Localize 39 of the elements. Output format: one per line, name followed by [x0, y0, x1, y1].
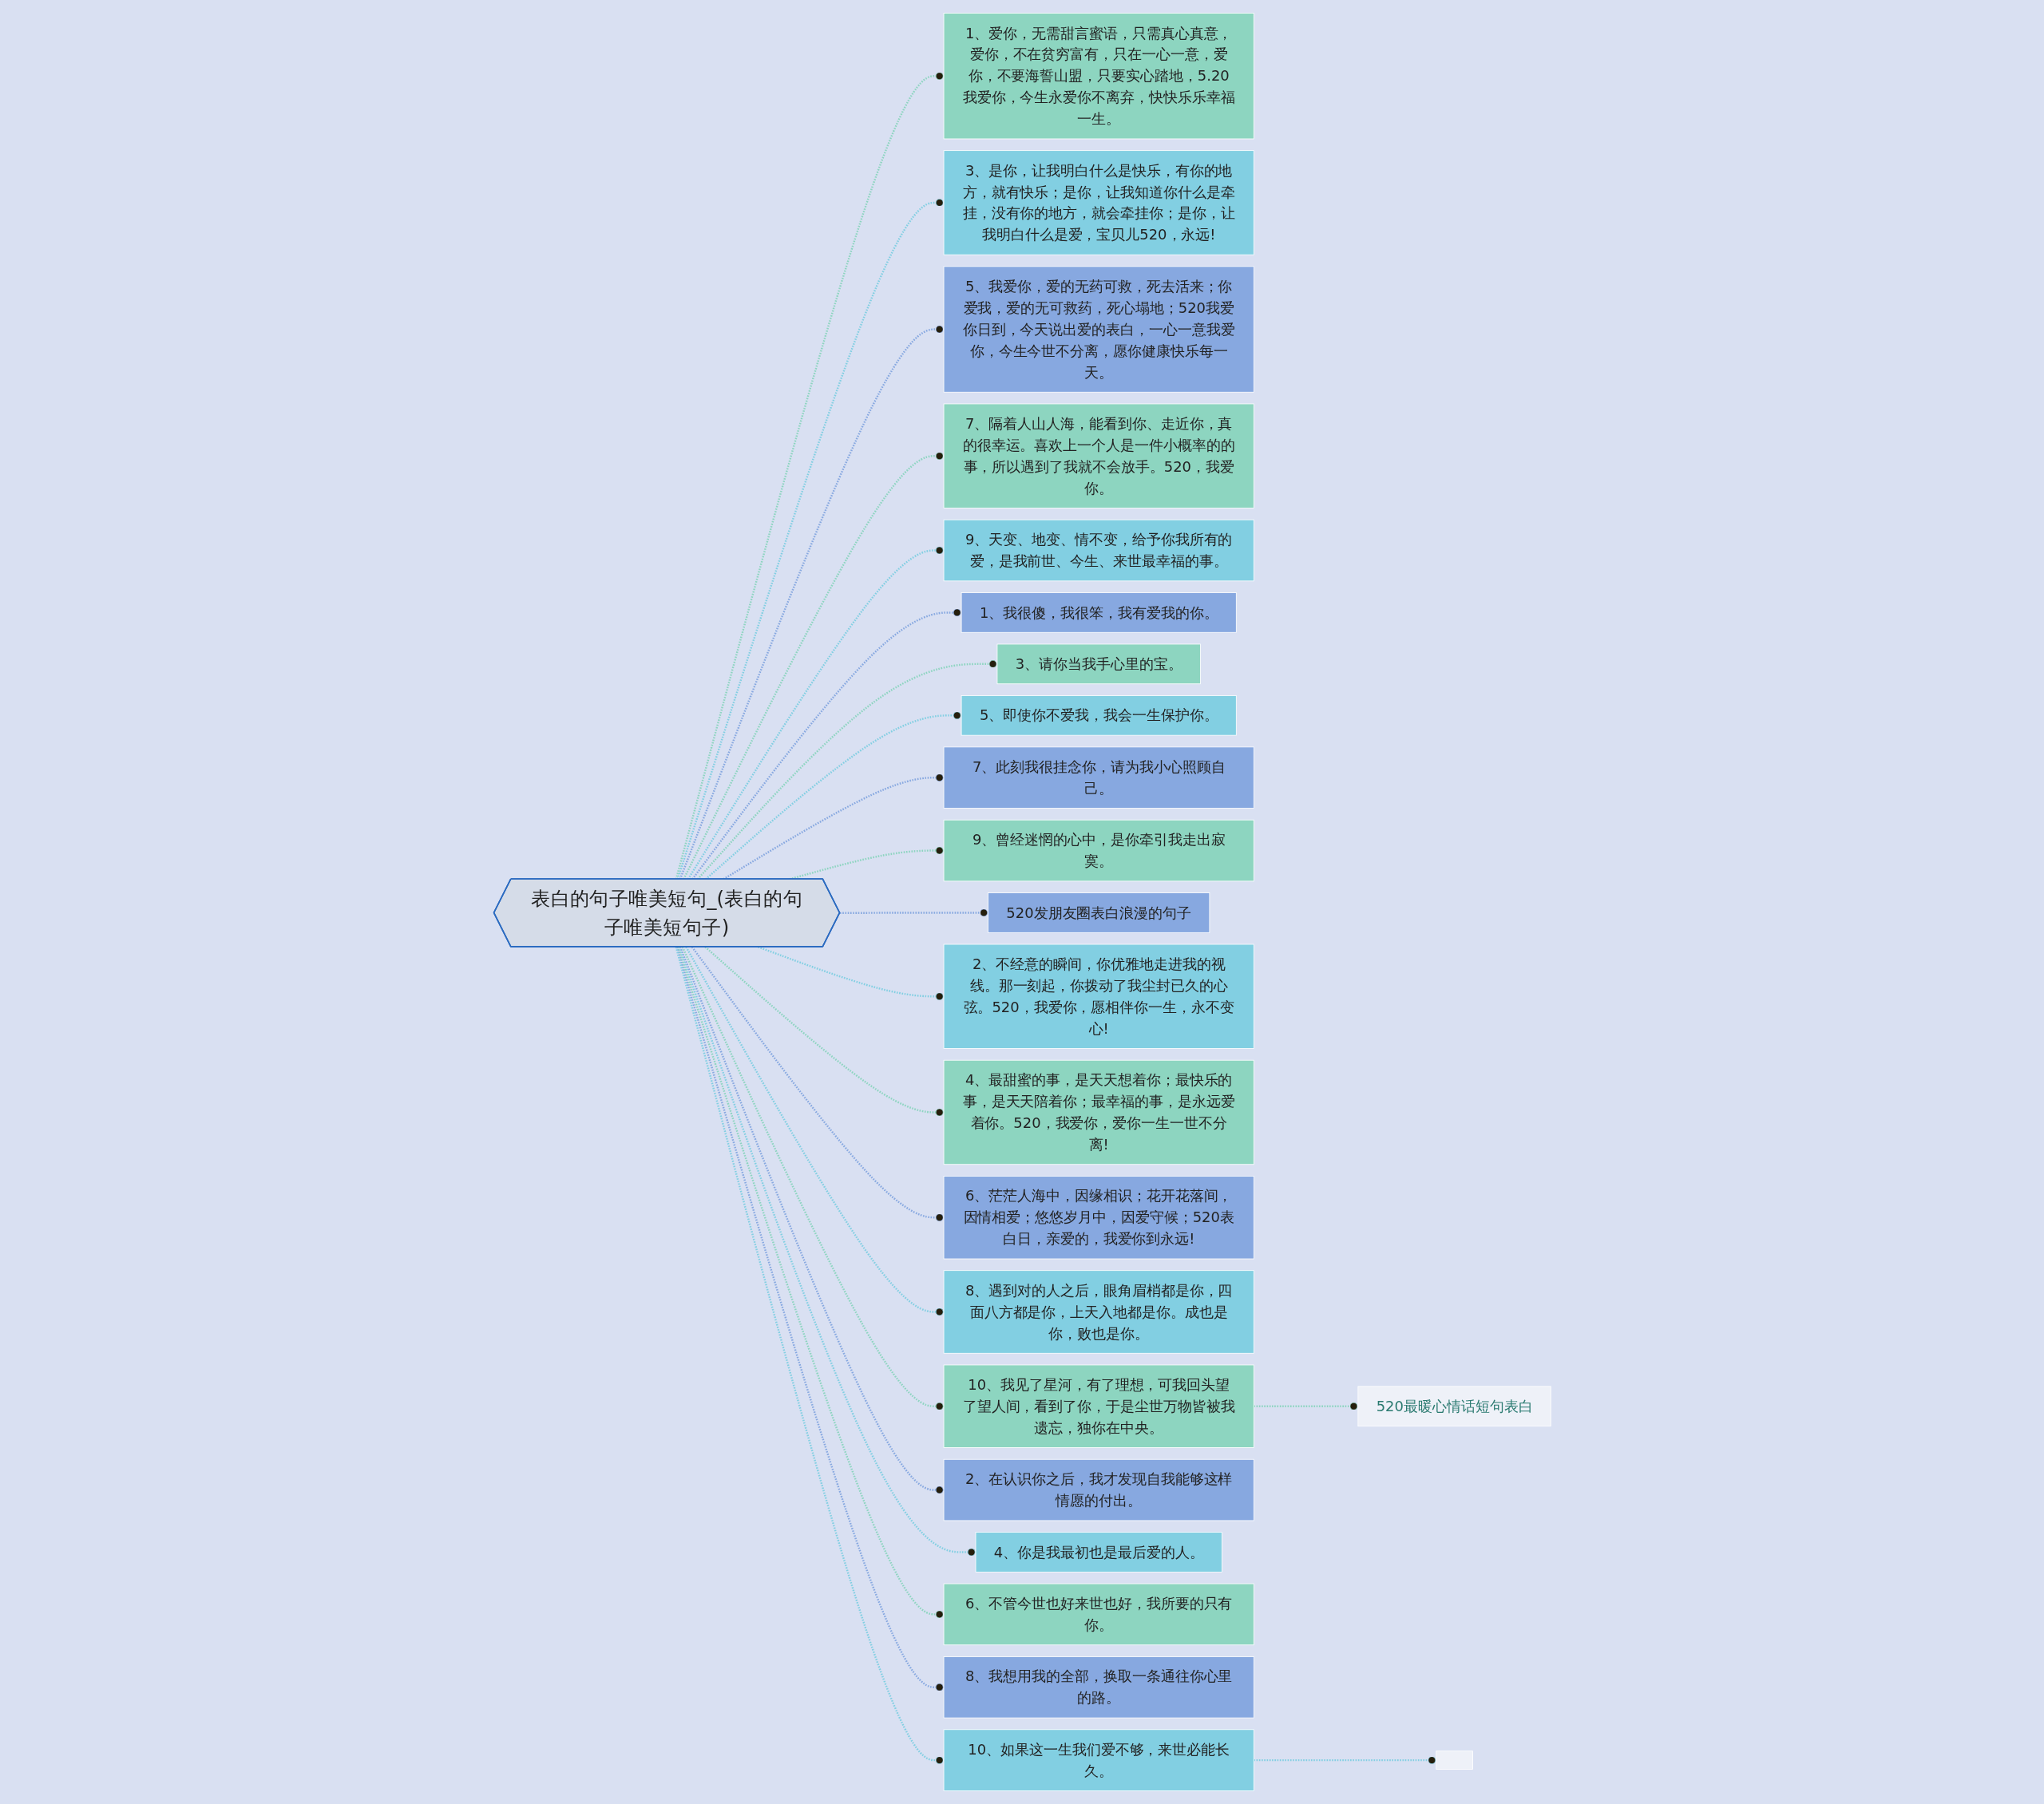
node-box: 1、我很傻，我很笨，我有爱我的你。: [961, 592, 1237, 633]
connector: [696, 659, 997, 880]
node-box: 7、隔着人山人海，能看到你、走近你，真的很幸运。喜欢上一个人是一件小概率的的事，所以遇到了我就不会放手。520，我爱你。: [943, 403, 1254, 508]
connector: [1253, 1756, 1436, 1765]
node-box: 6、茫茫人海中，因缘相识；花开花落间，因情相爱；悠悠岁月中，因爱守候；520表白日，亲爱的，我爱你到永远!: [943, 1176, 1254, 1260]
connector: [679, 946, 944, 1494]
node-box: 5、我爱你，爱的无药可救，死去活来；你爱我，爱的无可救药，死心塌地；520我爱你日到，今天说出爱的表白，一心一意我爱你，今生今世不分离，愿你健康快乐每一天。: [943, 266, 1254, 393]
connector: [684, 946, 944, 1316]
node-box: 3、是你，让我明白什么是快乐，有你的地方，就有快乐；是你，让我知道你什么是牵挂，没有你的地方，就会牵挂你；是你，让我明白什么是爱，宝贝儿520，永远!: [943, 150, 1254, 255]
node-box: 2、在认识你之后，我才发现自我能够这样情愿的付出。: [943, 1458, 1254, 1521]
node-box: 5、即使你不爱我，我会一生保护你。: [961, 695, 1237, 736]
node-box: 10、如果这一生我们爱不够，来世必能长久。: [943, 1729, 1254, 1791]
connector: [839, 908, 988, 917]
node-box: 520发朋友圈表白浪漫的句子: [987, 892, 1210, 933]
connector: [679, 325, 944, 880]
connector: [757, 946, 944, 1001]
node-box: 4、最甜蜜的事，是天天想着你；最快乐的事，是天天陪着你；最幸福的事，是永远爱着你。520，我爱你，爱你一生一世不分离!: [943, 1059, 1254, 1165]
node-box: 520最暖心情话短句表白: [1357, 1386, 1551, 1427]
connector: [681, 946, 944, 1410]
node-box: 4、你是我最初也是最后爱的人。: [975, 1532, 1222, 1573]
node-box: 9、天变、地变、情不变，给予你我所有的爱，是我前世、今生、来世最幸福的事。: [943, 519, 1254, 582]
node-box: [1435, 1751, 1473, 1770]
node-box: 1、爱你，无需甜言蜜语，只需真心真意，爱你，不在贫穷富有，只在一心一意，爱你，不要海誓山盟，只要实心踏地，5.20我爱你，今生永爱你不离弃，快快乐乐幸福一生。: [943, 13, 1254, 140]
node-box: 3、请你当我手心里的宝。: [996, 643, 1201, 685]
node-box: 8、遇到对的人之后，眼角眉梢都是你，四面八方都是你，上天入地都是你。成也是你，败也是你。: [943, 1270, 1254, 1354]
node-box: 7、此刻我很挂念你，请为我小心照顾自己。: [943, 746, 1254, 809]
connector: [682, 452, 944, 880]
connector: [687, 546, 944, 880]
node-box: 10、我见了星河，有了理想，可我回头望了望人间，看到了你，于是尘世万物皆被我遗忘，独你在中央。: [943, 1364, 1254, 1448]
connector: [676, 198, 944, 880]
connector: [675, 72, 944, 880]
node-box: 9、曾经迷惘的心中，是你牵引我走出寂寞。: [943, 819, 1254, 882]
connector: [704, 946, 944, 1117]
node-box: 2、不经意的瞬间，你优雅地走进我的视线。那一刻起，你拨动了我尘封已久的心弦。520，我爱你，愿相伴你一生，永不变心!: [943, 944, 1254, 1049]
connector: [691, 946, 944, 1222]
node-box: 6、不管今世也好来世也好，我所要的只有你。: [943, 1583, 1254, 1646]
node-box: 8、我想用我的全部，换取一条通往你心里的路。: [943, 1656, 1254, 1719]
connector: [1253, 1402, 1358, 1410]
connector: [677, 946, 976, 1557]
